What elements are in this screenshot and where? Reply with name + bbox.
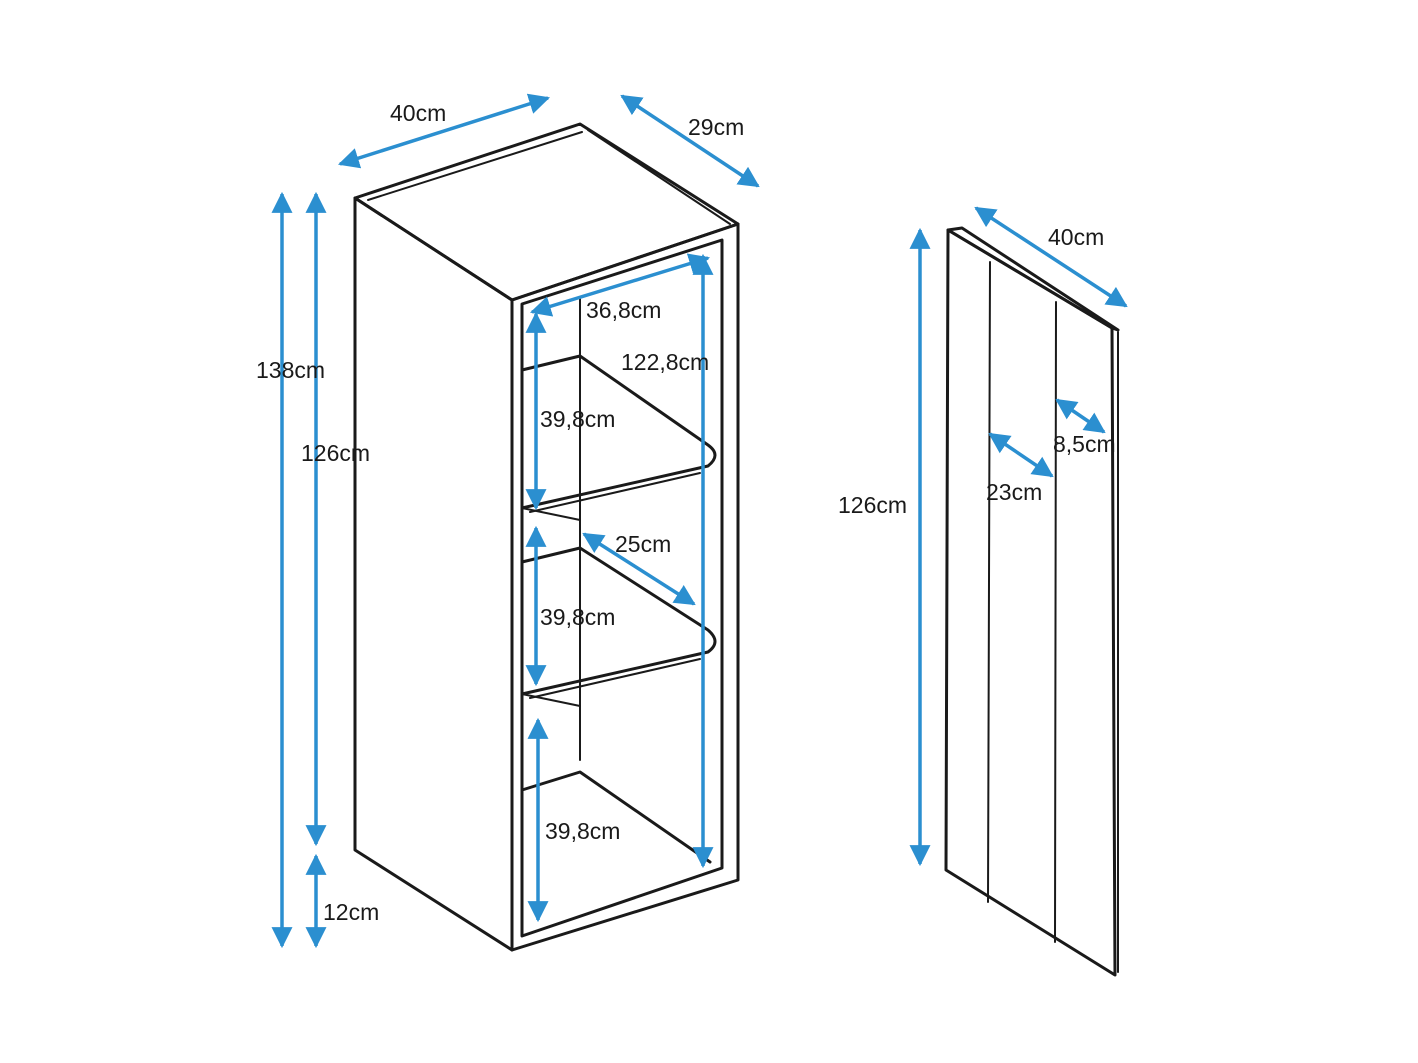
- door-width-label: 40cm: [1048, 224, 1104, 250]
- door-groove-right: [1054, 301, 1057, 943]
- bottom-gap-label: 12cm: [323, 899, 379, 925]
- door-drawing: [944, 226, 1120, 977]
- door-width-arrow: [974, 206, 1128, 308]
- shelf-depth-arrow: [582, 532, 696, 606]
- compartment-bottom-label: 39,8cm: [545, 818, 620, 844]
- inner-width-arrow: [529, 253, 711, 317]
- door-groove-left: [987, 261, 991, 903]
- cabinet-inner-edge: [521, 693, 581, 707]
- compartment-middle-label: 39,8cm: [540, 604, 615, 630]
- groove-spacing-label: 8,5cm: [1053, 431, 1116, 457]
- door-height-label: 126cm: [838, 492, 907, 518]
- door-dimensions: [909, 206, 1128, 867]
- inner-width-label: 36,8cm: [586, 297, 661, 323]
- groove-spacing-arrow: [1055, 398, 1106, 434]
- cabinet-inner-edge: [521, 507, 581, 521]
- door-labels: 40cm 126cm 23cm 8,5cm: [838, 224, 1116, 518]
- cabinet-side-panel: [353, 196, 514, 952]
- inner-height-label: 122,8cm: [621, 349, 709, 375]
- shelf-upper: [520, 354, 717, 513]
- depth-arrow: [620, 94, 760, 188]
- door-panel: [944, 228, 1117, 977]
- groove-offset-arrow: [988, 432, 1054, 478]
- cabinet-labels: 40cm 29cm 138cm 126cm 12cm 36,8cm 122,8c…: [256, 100, 744, 925]
- cabinet-top-edge: [587, 129, 731, 225]
- cabinet-dimensions: [271, 93, 760, 949]
- cabinet-bottom-floor: [520, 770, 712, 864]
- compartment-top-label: 39,8cm: [540, 406, 615, 432]
- cabinet-top-edge: [367, 131, 583, 201]
- shelf-depth-label: 25cm: [615, 531, 671, 557]
- depth-label: 29cm: [688, 114, 744, 140]
- cabinet-top-panel: [353, 122, 740, 302]
- width-label: 40cm: [390, 100, 446, 126]
- width-arrow: [337, 93, 551, 169]
- total-height-label: 138cm: [256, 357, 325, 383]
- groove-offset-label: 23cm: [986, 479, 1042, 505]
- door-edge-thickness: [1111, 327, 1116, 976]
- body-height-label: 126cm: [301, 440, 370, 466]
- cabinet-front-frame: [510, 222, 740, 952]
